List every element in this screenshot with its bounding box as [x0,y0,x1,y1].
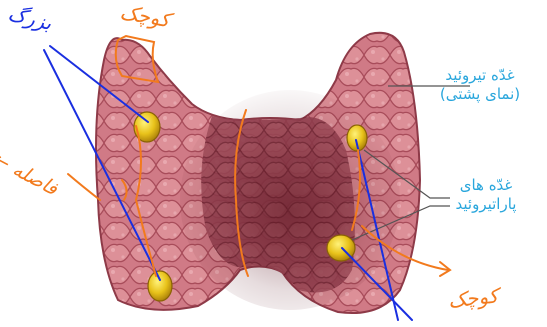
thyroid-label-line2: (نمای پشتی) [420,85,540,104]
parathyroid-gland [148,271,172,301]
parathyroid-label-line2: پاراتیروئید [436,195,536,214]
parathyroid-label-line1: غدّه های [436,176,536,195]
thyroid-gland [96,33,420,313]
thyroid-label-line1: غدّه تیروئید [420,66,540,85]
parathyroid-label: غدّه های پاراتیروئید [436,176,536,214]
thyroid-label: غدّه تیروئید (نمای پشتی) [420,66,540,104]
